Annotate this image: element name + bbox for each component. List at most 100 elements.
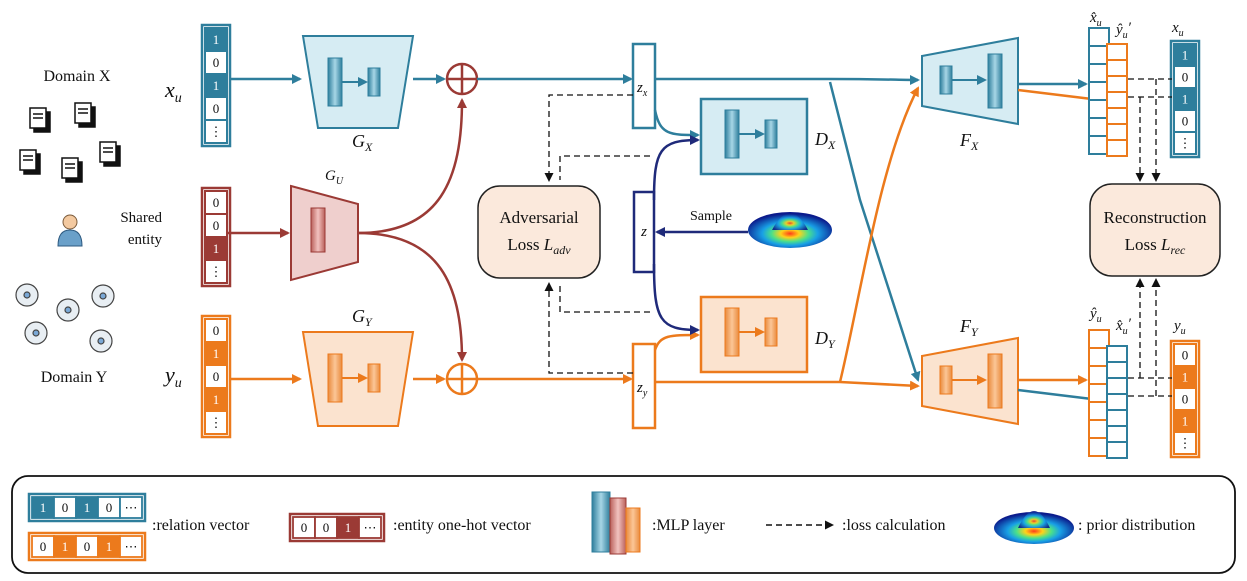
arrow-zx-to-fy (828, 81, 921, 382)
vector-cell (1106, 91, 1128, 109)
vector-cell (204, 119, 228, 144)
legend-loss-label: :loss calculation (842, 517, 946, 534)
vector-cell-value: 0 (213, 323, 220, 338)
vector-cell (1106, 441, 1128, 459)
mlp-layer-icon (327, 57, 381, 107)
vector-cell-value: 0 (1182, 348, 1189, 363)
vector-cell-value: 0 (1182, 70, 1189, 85)
vector-cell (358, 516, 382, 539)
vector-cell-value: 1 (213, 392, 220, 407)
svg-text:Loss Lrec: Loss Lrec (1125, 235, 1186, 257)
arrow-z-to-dx (652, 135, 700, 201)
vector-cell-value: 0 (84, 539, 91, 554)
vector-cell (1106, 107, 1128, 125)
vector-cell (1106, 377, 1128, 395)
vector-cell-value: 0 (213, 101, 220, 116)
mlp-layer-icon (939, 353, 1003, 409)
arrow-zx-to-fx (655, 74, 920, 85)
yhat-output-vector (1088, 329, 1110, 457)
svg-text:Loss Ladv: Loss Ladv (507, 235, 571, 257)
vector-cell-value: 1 (213, 78, 220, 93)
vector-cell-value: 0 (213, 195, 220, 210)
gy-label: GY (352, 306, 373, 329)
domain-x-label: Domain X (43, 68, 111, 85)
encoder-gx: GX (301, 35, 415, 154)
svg-text:Adversarial: Adversarial (499, 208, 579, 227)
vector-cell-value: ⋮ (210, 124, 223, 139)
vector-cell-value: 0 (40, 539, 47, 554)
xhat-label: x̂u (1089, 10, 1102, 29)
discriminator-dy: DY (699, 295, 836, 374)
vector-cell-value: 1 (1182, 370, 1189, 385)
vector-cell-value: 1 (345, 520, 352, 535)
vector-cell-value: 0 (323, 520, 330, 535)
vector-cell (1173, 131, 1197, 155)
vector-cell (119, 535, 143, 558)
vector-cell-value: 0 (301, 520, 308, 535)
vector-cell-value: 0 (106, 500, 113, 515)
decoder-fx: FX (921, 36, 1019, 153)
dy-label: DY (814, 328, 836, 351)
vector-cell-value: ⋮ (1179, 136, 1192, 151)
arrow-zx-to-dx (653, 109, 700, 140)
arrow-gu-to-top-plus (357, 98, 467, 235)
arrow-gu-to-bottom-plus (357, 231, 467, 362)
discs-icon (15, 283, 115, 353)
vector-cell (1173, 431, 1197, 455)
xu-input-label: xu (164, 77, 182, 106)
vector-cell-value: ⋯ (125, 500, 138, 515)
domain-y-label: Domain Y (41, 369, 108, 386)
vector-frame (288, 512, 386, 543)
latent-zy: zy (631, 342, 657, 430)
vector-frame (200, 186, 232, 288)
gu-label: GU (325, 168, 344, 187)
vector-frame (1169, 39, 1201, 159)
vector-cell-value: ⋯ (125, 539, 138, 554)
vector-cell-value: ⋮ (210, 415, 223, 430)
yu-input-label: yu (163, 362, 182, 391)
vector-frame (27, 492, 147, 523)
yhat-prime-label: ŷu′ (1114, 20, 1132, 41)
legend-mlp-icon (591, 491, 641, 555)
legend-mlp-label: :MLP layer (652, 517, 725, 534)
vector-cell (204, 410, 228, 435)
reconstruction-loss-box: Reconstruction Loss Lrec (1089, 183, 1221, 277)
vector-cell-value: 0 (1182, 392, 1189, 407)
svg-text:zy: zy (636, 380, 648, 399)
yu-target-label: yu (1172, 318, 1186, 337)
mlp-layer-icon (327, 353, 381, 403)
arrow-zy-to-fy (655, 380, 920, 391)
vector-cell (1106, 409, 1128, 427)
vector-cell (1106, 59, 1128, 77)
arrow-zy-to-dy (653, 330, 700, 351)
svg-text:Reconstruction: Reconstruction (1104, 208, 1207, 227)
xhat-output-vector (1088, 27, 1110, 155)
arrow-fy-to-xhat-prime (1017, 388, 1102, 404)
encoder-gy: GY (301, 306, 415, 427)
documents-icon (19, 102, 121, 183)
mlp-layer-icon (310, 207, 326, 253)
vector-frame (200, 23, 232, 148)
fy-label: FY (959, 316, 979, 339)
vector-cell-value: 0 (62, 500, 69, 515)
legend-relation-label: :relation vector (152, 517, 250, 534)
vector-cell (1106, 43, 1128, 61)
vector-frame (200, 314, 232, 439)
vector-cell (119, 496, 143, 519)
arrow-z-to-dy (652, 263, 700, 335)
vector-cell-value: 1 (1182, 48, 1189, 63)
vector-cell-value: 0 (1182, 114, 1189, 129)
svg-text:zx: zx (636, 80, 648, 99)
vector-cell (1106, 139, 1128, 157)
latent-zx: zx (631, 42, 657, 130)
adversarial-loss-box: Adversarial Loss Ladv (477, 185, 601, 279)
vector-cell-value: 1 (213, 32, 220, 47)
vector-cell-value: ⋮ (1179, 436, 1192, 451)
vector-cell-value: 1 (213, 346, 220, 361)
discriminator-dx: DX (699, 97, 836, 176)
